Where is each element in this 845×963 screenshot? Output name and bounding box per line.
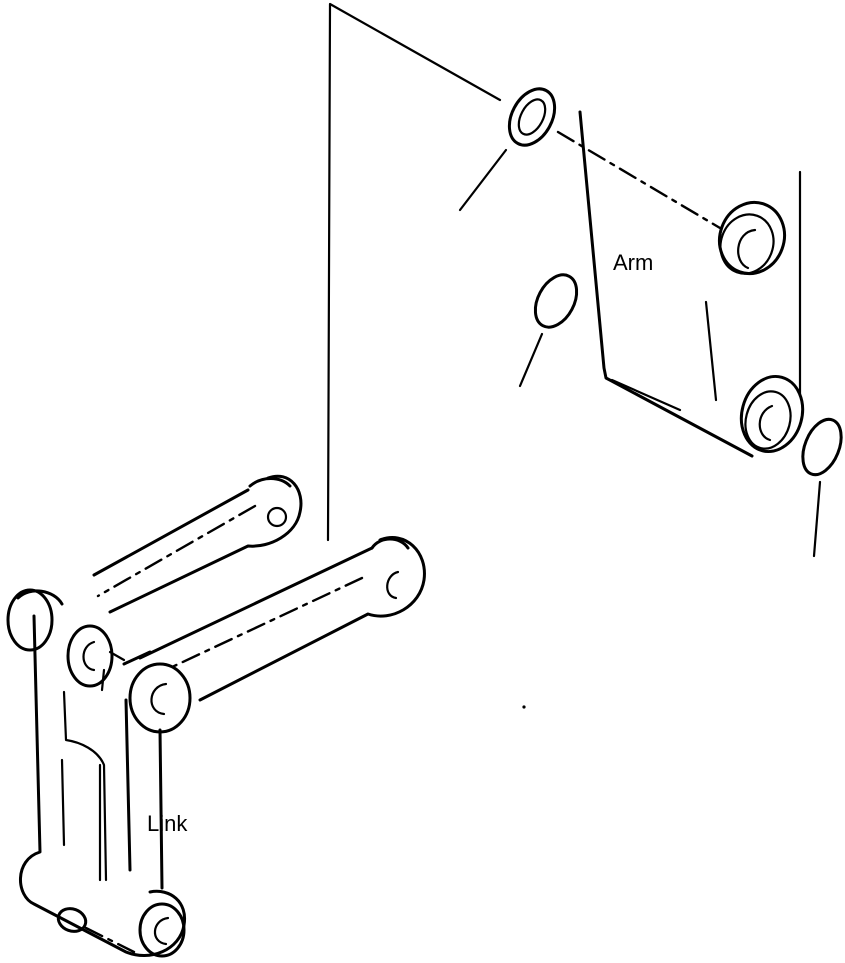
left-pin-boss [6,588,126,688]
arm-label: Arm [613,250,654,275]
o-ring-right-leader [812,480,822,558]
upper-washer-leader [458,148,508,212]
back-link-bar [92,474,303,614]
link-label: Link [147,811,188,836]
upper-bushing [718,200,786,276]
lower-bushing [739,374,805,454]
arm-outline [578,110,802,458]
front-link-eye [122,650,192,734]
reference-dot [522,705,526,709]
link-body [19,614,187,958]
front-link-bar [138,536,426,702]
o-ring-right [801,417,843,477]
upper-washer [507,87,557,147]
assembly-dashed-line [556,130,722,230]
o-ring-middle [533,273,579,329]
o-ring-middle-leader [518,332,544,388]
assembly-line-link-to-washer [326,2,502,542]
